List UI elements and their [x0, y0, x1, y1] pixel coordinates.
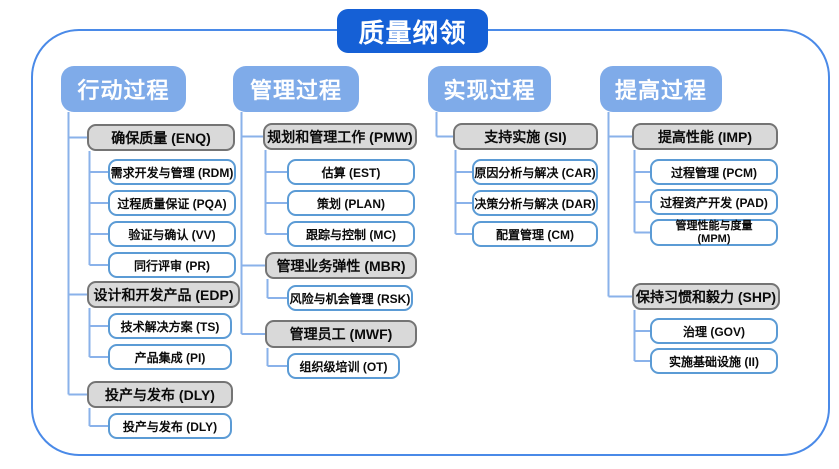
- node-mbr: 管理业务弹性 (MBR): [265, 252, 417, 279]
- node-pcm: 过程管理 (PCM): [650, 159, 778, 185]
- node-gov: 治理 (GOV): [650, 318, 778, 344]
- column-header-action-process: 行动过程: [61, 66, 186, 112]
- node-plan: 策划 (PLAN): [287, 190, 415, 216]
- node-pr: 同行评审 (PR): [108, 252, 236, 278]
- node-edp: 设计和开发产品 (EDP): [87, 281, 240, 308]
- node-ii: 实施基础设施 (II): [650, 348, 778, 374]
- node-est: 估算 (EST): [287, 159, 415, 185]
- node-pi: 产品集成 (PI): [108, 344, 232, 370]
- node-mc: 跟踪与控制 (MC): [287, 221, 415, 247]
- diagram-title: 质量纲领: [337, 9, 488, 53]
- node-pad: 过程资产开发 (PAD): [650, 189, 778, 215]
- node-pmw: 规划和管理工作 (PMW): [263, 123, 417, 150]
- node-pqa: 过程质量保证 (PQA): [108, 190, 236, 216]
- connector-lines-column-3: [435, 112, 473, 235]
- node-rsk: 风险与机会管理 (RSK): [287, 285, 413, 311]
- column-header-implementation-process: 实现过程: [428, 66, 551, 112]
- connector-lines-column-1: [67, 112, 109, 427]
- node-ot: 组织级培训 (OT): [287, 353, 400, 379]
- node-imp: 提高性能 (IMP): [632, 123, 778, 150]
- node-car: 原因分析与解决 (CAR): [472, 159, 598, 185]
- connector-lines-column-4: [607, 112, 651, 362]
- column-header-management-process: 管理过程: [233, 66, 359, 112]
- node-shp: 保持习惯和毅力 (SHP): [632, 283, 780, 310]
- node-cm: 配置管理 (CM): [472, 221, 598, 247]
- column-header-improvement-process: 提高过程: [600, 66, 722, 112]
- connector-lines-column-2: [240, 112, 288, 367]
- node-si: 支持实施 (SI): [453, 123, 598, 150]
- node-mpm: 管理性能与度量 (MPM): [650, 219, 778, 246]
- node-enq: 确保质量 (ENQ): [87, 124, 235, 151]
- node-dar: 决策分析与解决 (DAR): [472, 190, 598, 216]
- node-rdm: 需求开发与管理 (RDM): [108, 159, 236, 185]
- node-ts: 技术解决方案 (TS): [108, 313, 232, 339]
- node-vv: 验证与确认 (VV): [108, 221, 236, 247]
- node-mwf: 管理员工 (MWF): [265, 320, 417, 348]
- node-dly: 投产与发布 (DLY): [108, 413, 232, 439]
- node-dly-group: 投产与发布 (DLY): [87, 381, 233, 408]
